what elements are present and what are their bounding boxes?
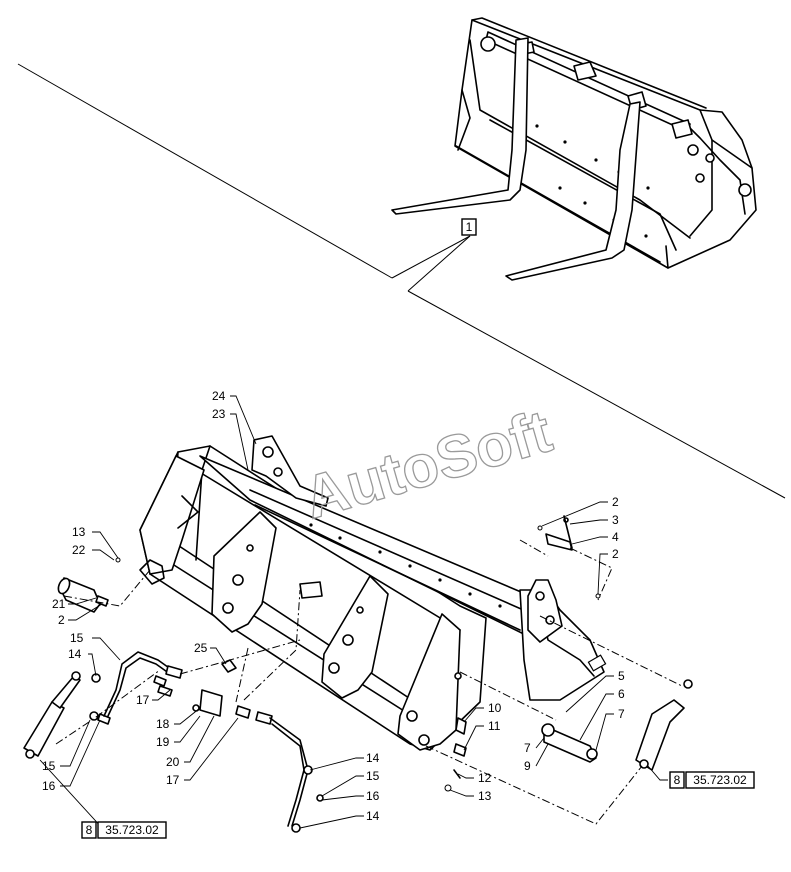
- item-1-label: 1: [466, 220, 473, 234]
- reference-right-code: 35.723.02: [693, 773, 747, 787]
- callout-labels: 24 23 13 22 21 2 15 14 25 17 18 19 20 17…: [42, 389, 625, 823]
- callout-7: 7: [618, 707, 625, 721]
- callout-18: 18: [156, 717, 170, 731]
- callout-20: 20: [166, 755, 180, 769]
- callout-16: 16: [42, 779, 56, 793]
- reference-right-box: 8: [674, 773, 681, 787]
- reference-left-code: 35.723.02: [105, 823, 159, 837]
- callout-4: 4: [612, 530, 619, 544]
- assembly-lines: [55, 539, 683, 825]
- callout-19: 19: [156, 735, 170, 749]
- callout-2-right-b: 2: [612, 547, 619, 561]
- guide-line-left: [17, 63, 393, 279]
- callout-15-hose: 15: [366, 769, 380, 783]
- top-bucket-with-forks: [17, 17, 786, 499]
- callout-2: 2: [58, 613, 65, 627]
- callout-23: 23: [212, 407, 226, 421]
- reference-box-left: 8 35.723.02: [81, 821, 167, 839]
- callout-25: 25: [194, 641, 208, 655]
- callout-24: 24: [212, 389, 226, 403]
- callout-7-lower: 7: [524, 741, 531, 755]
- leader-lines: [39, 395, 668, 831]
- callout-5: 5: [618, 669, 625, 683]
- callout-10: 10: [488, 701, 502, 715]
- callout-13: 13: [72, 525, 86, 539]
- callout-6: 6: [618, 687, 625, 701]
- callout-15: 15: [70, 631, 84, 645]
- callout-21: 21: [52, 597, 66, 611]
- item-1-box: 1: [461, 218, 477, 236]
- watermark: AutoSoft: [297, 397, 559, 531]
- guide-line-leader: [391, 235, 471, 279]
- callout-14-hose-b: 14: [366, 809, 380, 823]
- guide-line-right: [407, 290, 786, 499]
- callout-22: 22: [72, 543, 86, 557]
- callout-14: 14: [68, 647, 82, 661]
- left-hydraulic-parts: [23, 557, 324, 833]
- callout-17-lower: 17: [166, 773, 180, 787]
- callout-13-lower: 13: [478, 789, 492, 803]
- callout-17: 17: [136, 693, 150, 707]
- callout-3: 3: [612, 513, 619, 527]
- callout-11: 11: [488, 719, 501, 733]
- callout-12: 12: [478, 771, 492, 785]
- callout-9: 9: [524, 759, 531, 773]
- callout-16-hose: 16: [366, 789, 380, 803]
- reference-box-right: 8 35.723.02: [669, 771, 755, 789]
- guide-line-leader-2: [407, 235, 471, 292]
- main-bucket: [139, 435, 607, 751]
- reference-left-box: 8: [86, 823, 93, 837]
- bucket-bolts: [309, 523, 502, 608]
- callout-14-hose-a: 14: [366, 751, 380, 765]
- callout-15-lower: 15: [42, 759, 56, 773]
- callout-2-right-a: 2: [612, 495, 619, 509]
